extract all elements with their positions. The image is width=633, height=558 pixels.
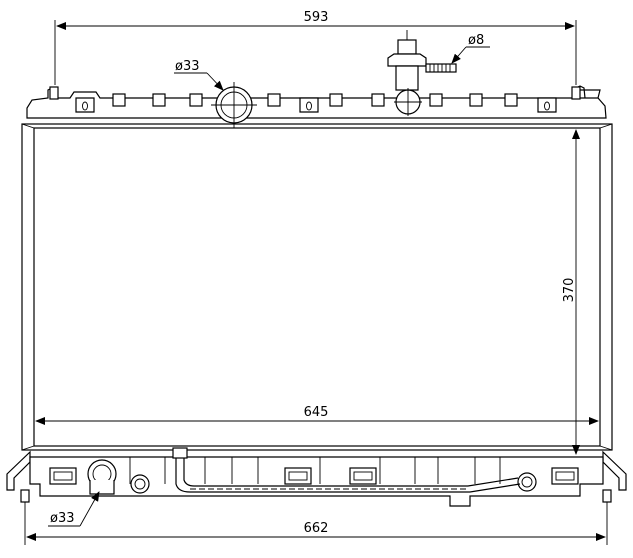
callout-label-lower-outlet: ø33 bbox=[50, 511, 75, 526]
callout-label-upper-inlet: ø33 bbox=[175, 59, 200, 74]
radiator-core bbox=[21, 123, 613, 451]
dim-label-370: 370 bbox=[562, 278, 577, 303]
callout-lower-outlet: ø33 bbox=[48, 491, 100, 527]
lower-tank bbox=[6, 447, 627, 507]
dim-core-height: 370 bbox=[562, 129, 580, 455]
vent-pipe bbox=[425, 63, 457, 73]
upper-tank bbox=[26, 85, 607, 125]
callout-vent-pipe: ø8 bbox=[451, 33, 490, 64]
filler-neck bbox=[387, 30, 427, 116]
lower-outlet-pipe bbox=[87, 459, 117, 495]
dim-label-662: 662 bbox=[304, 521, 329, 536]
dim-top-width: 593 bbox=[54, 10, 577, 85]
callout-upper-inlet: ø33 bbox=[174, 59, 224, 91]
dim-bottom-width: 662 bbox=[24, 502, 608, 545]
upper-inlet-pipe bbox=[211, 82, 257, 128]
dim-label-645: 645 bbox=[304, 405, 329, 420]
dim-label-593: 593 bbox=[304, 10, 329, 25]
dim-core-width: 645 bbox=[35, 405, 599, 425]
callout-label-vent-pipe: ø8 bbox=[468, 33, 484, 48]
